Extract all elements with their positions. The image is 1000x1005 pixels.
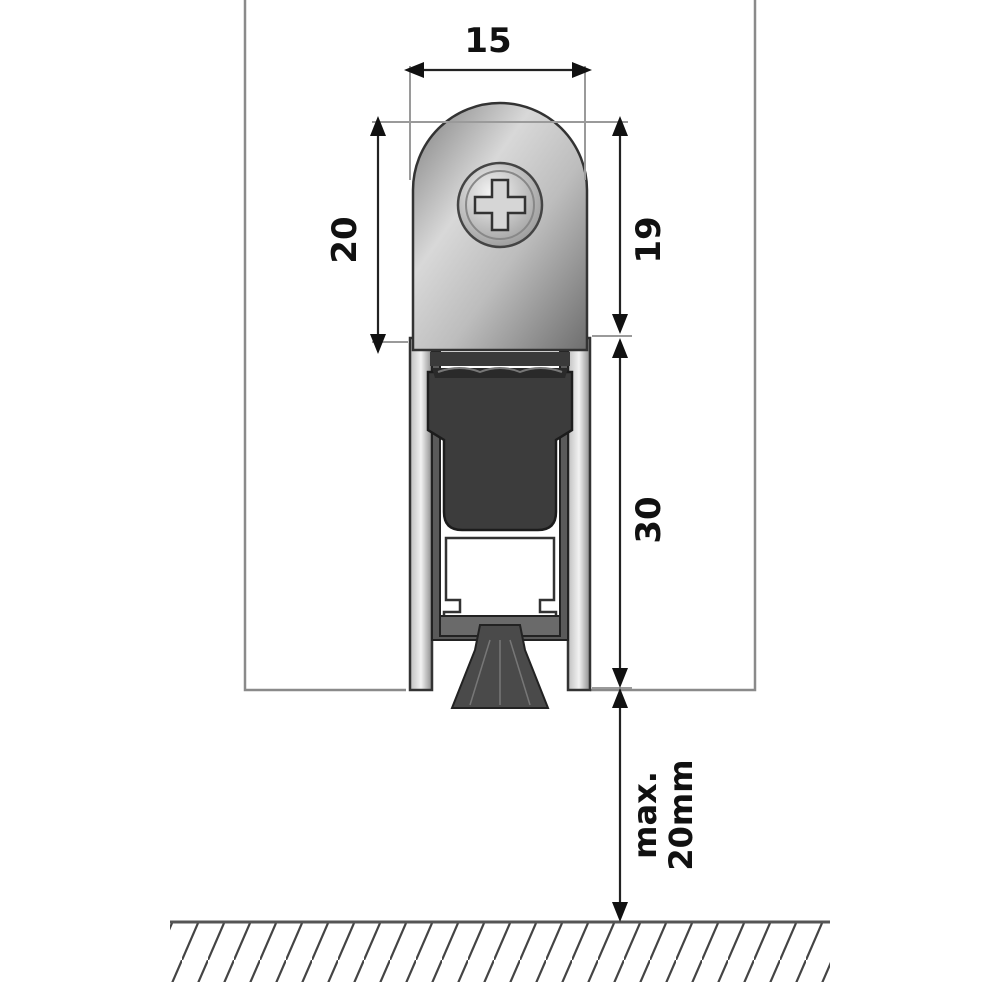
- seal-carrier: [439, 536, 561, 637]
- seal-block: [426, 367, 574, 532]
- dimension-height-20: 20: [325, 116, 386, 354]
- dimension-label-width: 15: [464, 21, 511, 61]
- dimension-height-19: 19: [612, 116, 669, 334]
- dimension-floor-gap: max. 20mm: [612, 688, 700, 922]
- dimension-label-height-body: 30: [629, 496, 669, 543]
- extension-lines: [372, 66, 632, 689]
- brush-seal: [450, 624, 550, 709]
- dimension-width-15: 15: [404, 21, 592, 78]
- dimension-label-height-cap-right: 19: [629, 216, 669, 263]
- dimension-height-30: 30: [612, 338, 669, 688]
- dimension-label-gap-line1: max.: [626, 771, 664, 859]
- dimension-label-gap-line2: 20mm: [662, 759, 700, 870]
- phillips-screw-icon: [456, 161, 544, 249]
- floor: [170, 920, 830, 982]
- dimension-label-height-cap-left: 20: [325, 216, 365, 263]
